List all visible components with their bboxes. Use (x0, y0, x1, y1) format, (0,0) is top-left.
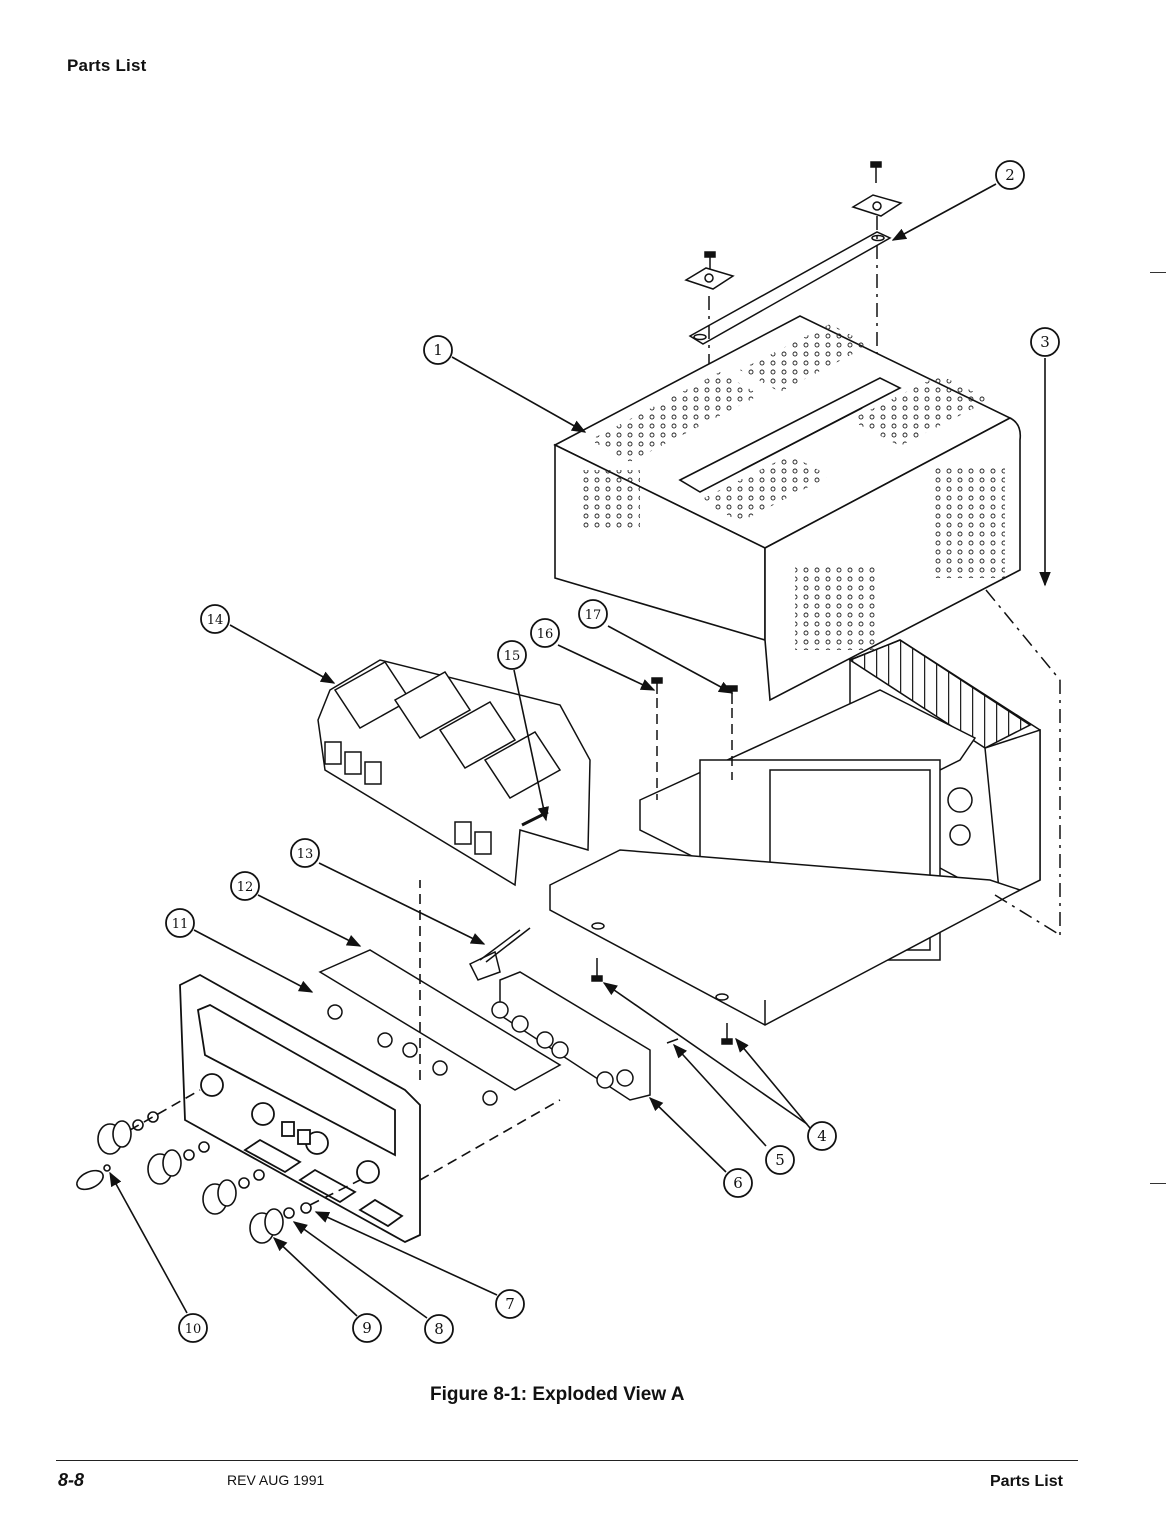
transformer-board (318, 660, 590, 885)
svg-text:3: 3 (1040, 333, 1050, 351)
top-cover (555, 316, 1020, 700)
footer-revision: REV AUG 1991 (227, 1472, 324, 1488)
callout-4: 4 (808, 1122, 836, 1150)
footer-title: Parts List (990, 1473, 1063, 1491)
callout-5: 5 (766, 1146, 794, 1174)
footer-rule (56, 1460, 1078, 1461)
callout-6: 6 (724, 1169, 752, 1197)
callout-16: 16 (531, 619, 559, 647)
svg-text:14: 14 (207, 613, 224, 628)
margin-tick (1150, 1183, 1166, 1184)
svg-text:4: 4 (817, 1127, 827, 1145)
margin-tick (1150, 272, 1166, 273)
callout-1: 1 (424, 336, 452, 364)
callout-2: 2 (996, 161, 1024, 189)
callout-13: 13 (291, 839, 319, 867)
svg-text:1: 1 (433, 341, 443, 359)
callout-15: 15 (498, 641, 526, 669)
svg-text:13: 13 (297, 847, 314, 862)
callout-8: 8 (425, 1315, 453, 1343)
callout-11: 11 (166, 909, 194, 937)
callout-7: 7 (496, 1290, 524, 1318)
svg-text:15: 15 (504, 649, 521, 664)
figure-caption: Figure 8-1: Exploded View A (430, 1384, 684, 1406)
svg-text:5: 5 (775, 1151, 785, 1169)
callout-10: 10 (179, 1314, 207, 1342)
svg-text:7: 7 (505, 1295, 515, 1313)
callout-9: 9 (353, 1314, 381, 1342)
svg-text:6: 6 (733, 1174, 743, 1192)
svg-text:10: 10 (185, 1322, 202, 1337)
svg-text:12: 12 (237, 880, 254, 895)
svg-text:2: 2 (1005, 166, 1015, 184)
callout-3: 3 (1031, 328, 1059, 356)
svg-text:9: 9 (362, 1319, 372, 1337)
svg-text:8: 8 (434, 1320, 444, 1338)
svg-text:17: 17 (585, 608, 602, 623)
callout-14: 14 (201, 605, 229, 633)
svg-text:11: 11 (172, 917, 189, 932)
footer-page-number: 8-8 (58, 1470, 84, 1491)
svg-text:16: 16 (537, 627, 554, 642)
callout-12: 12 (231, 872, 259, 900)
callout-17: 17 (579, 600, 607, 628)
